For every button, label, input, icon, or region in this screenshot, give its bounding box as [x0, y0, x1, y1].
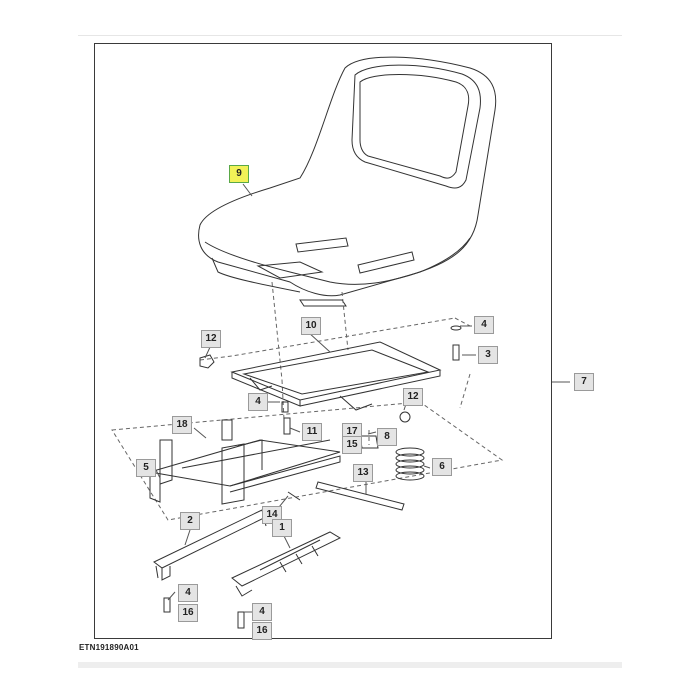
callout-5[interactable]: 5 [136, 459, 156, 477]
callout-18[interactable]: 18 [172, 416, 192, 434]
callout-4-lower-right[interactable]: 4 [252, 603, 272, 621]
spring-shape [395, 447, 425, 481]
seat-drawing [198, 56, 497, 307]
nut-shape [199, 354, 215, 369]
callout-11[interactable]: 11 [302, 423, 322, 441]
bottom-rule [78, 662, 622, 668]
callout-12-right[interactable]: 12 [403, 388, 423, 406]
callout-8[interactable]: 8 [377, 428, 397, 446]
callout-16-left[interactable]: 16 [178, 604, 198, 622]
nut-shape-right [399, 411, 411, 423]
top-rule [78, 35, 622, 36]
figure-id: ETN191890A01 [79, 643, 139, 652]
callout-10[interactable]: 10 [301, 317, 321, 335]
callout-3[interactable]: 3 [478, 346, 498, 364]
callout-16-right[interactable]: 16 [252, 622, 272, 640]
rod-shape [315, 481, 405, 511]
bolt-shape [452, 344, 460, 361]
lower-base-frame [149, 419, 341, 505]
callout-2[interactable]: 2 [180, 512, 200, 530]
leader-lines [155, 183, 570, 613]
callout-9[interactable]: 9 [229, 165, 249, 183]
callout-4-upper-right[interactable]: 4 [474, 316, 494, 334]
callout-13[interactable]: 13 [353, 464, 373, 482]
upper-seat-frame [230, 341, 442, 411]
callout-6[interactable]: 6 [432, 458, 452, 476]
callout-12-top[interactable]: 12 [201, 330, 221, 348]
callout-15[interactable]: 15 [342, 436, 362, 454]
washer-shape [450, 325, 462, 331]
callout-7[interactable]: 7 [574, 373, 594, 391]
alignment-lines [111, 281, 504, 521]
diagram-frame [94, 43, 552, 639]
right-slide-rail [231, 531, 342, 597]
callout-4-middle[interactable]: 4 [248, 393, 268, 411]
callout-1[interactable]: 1 [272, 519, 292, 537]
callout-4-lower-left[interactable]: 4 [178, 584, 198, 602]
